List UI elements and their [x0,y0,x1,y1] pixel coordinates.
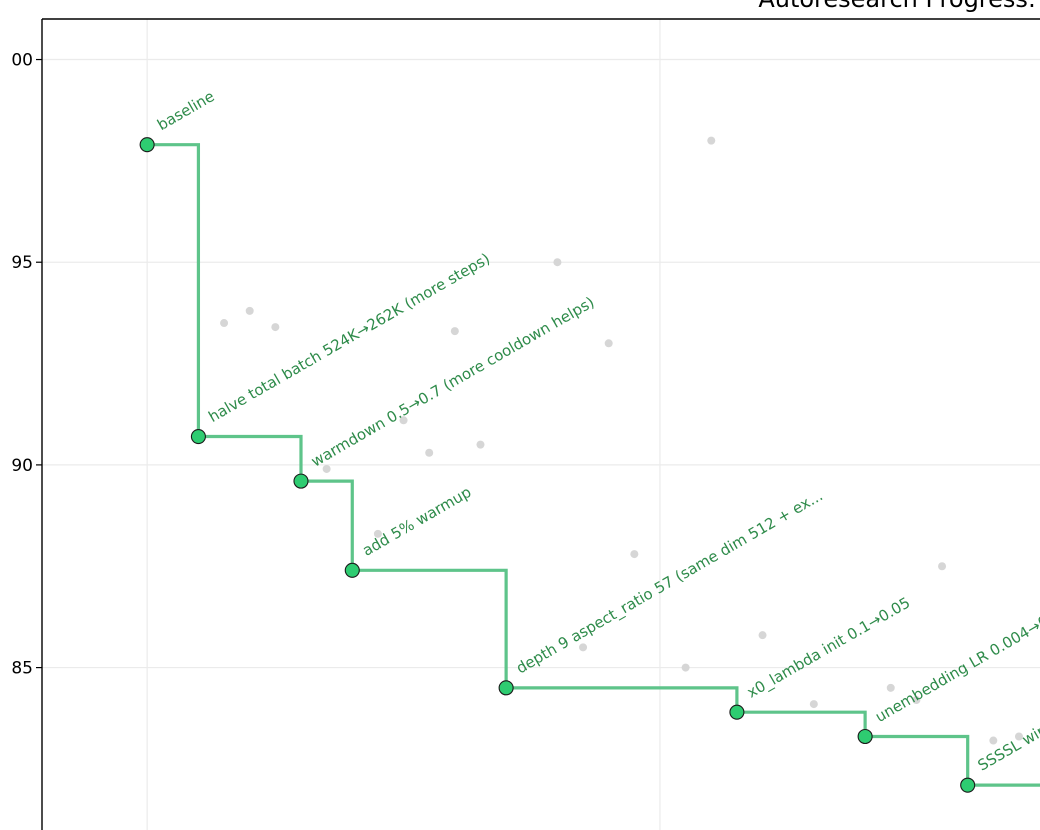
discarded-point [989,736,998,745]
annotations: baseline halve total batch 524K→262K (mor… [154,87,1040,774]
annotation-label: SSSSL wind [975,716,1040,775]
kept-point [139,137,155,153]
discarded-point [681,663,690,672]
chart-title: Autoresearch Progress: [758,0,1036,13]
discarded-point [553,258,562,267]
grid-layer [42,19,1040,830]
kept-point [857,728,873,745]
kept-point [960,777,976,793]
discarded-point [271,323,280,332]
discarded-point [322,464,331,473]
y-tick-label: 90 [11,456,33,476]
annotation-label: depth 9 aspect_ratio 57 (same dim 512 + … [513,486,826,678]
annotation-label: add 5% warmup [359,483,474,560]
discarded-point [1014,732,1023,741]
annotation-label: warmdown 0.5→0.7 (more cooldown helps) [308,293,597,471]
kept-point [729,704,745,720]
annotation-label: unembedding LR 0.004→0 [872,612,1040,726]
discarded-points [220,136,1023,745]
discarded-point [245,306,254,315]
discarded-point [630,550,639,559]
annotation-label: baseline [154,87,217,134]
discarded-point [579,643,588,652]
discarded-point [476,440,485,449]
kept-point [344,562,360,578]
kept-point [498,680,514,696]
axes-layer [36,18,1040,830]
step-line [147,143,1040,787]
discarded-point [707,136,716,145]
y-tick-label: 95 [11,253,33,273]
kept-point [293,473,309,489]
discarded-point [604,339,613,348]
y-tick-label: 00 [11,51,33,71]
discarded-point [809,700,818,709]
annotation-label: halve total batch 524K→262K (more steps) [205,250,493,426]
discarded-point [373,529,382,538]
discarded-point [886,683,895,692]
kept-point [190,428,206,445]
kept-points [139,137,976,793]
discarded-point [399,416,408,425]
y-tick-label: 85 [11,659,33,679]
discarded-point [912,696,921,705]
discarded-point [220,319,229,328]
discarded-point [450,327,459,336]
best-so-far-step-line [147,143,1040,787]
discarded-point [758,631,767,640]
discarded-point [938,562,947,571]
discarded-point [425,448,434,457]
y-tick-labels: 85 90 95 00 [11,51,33,679]
